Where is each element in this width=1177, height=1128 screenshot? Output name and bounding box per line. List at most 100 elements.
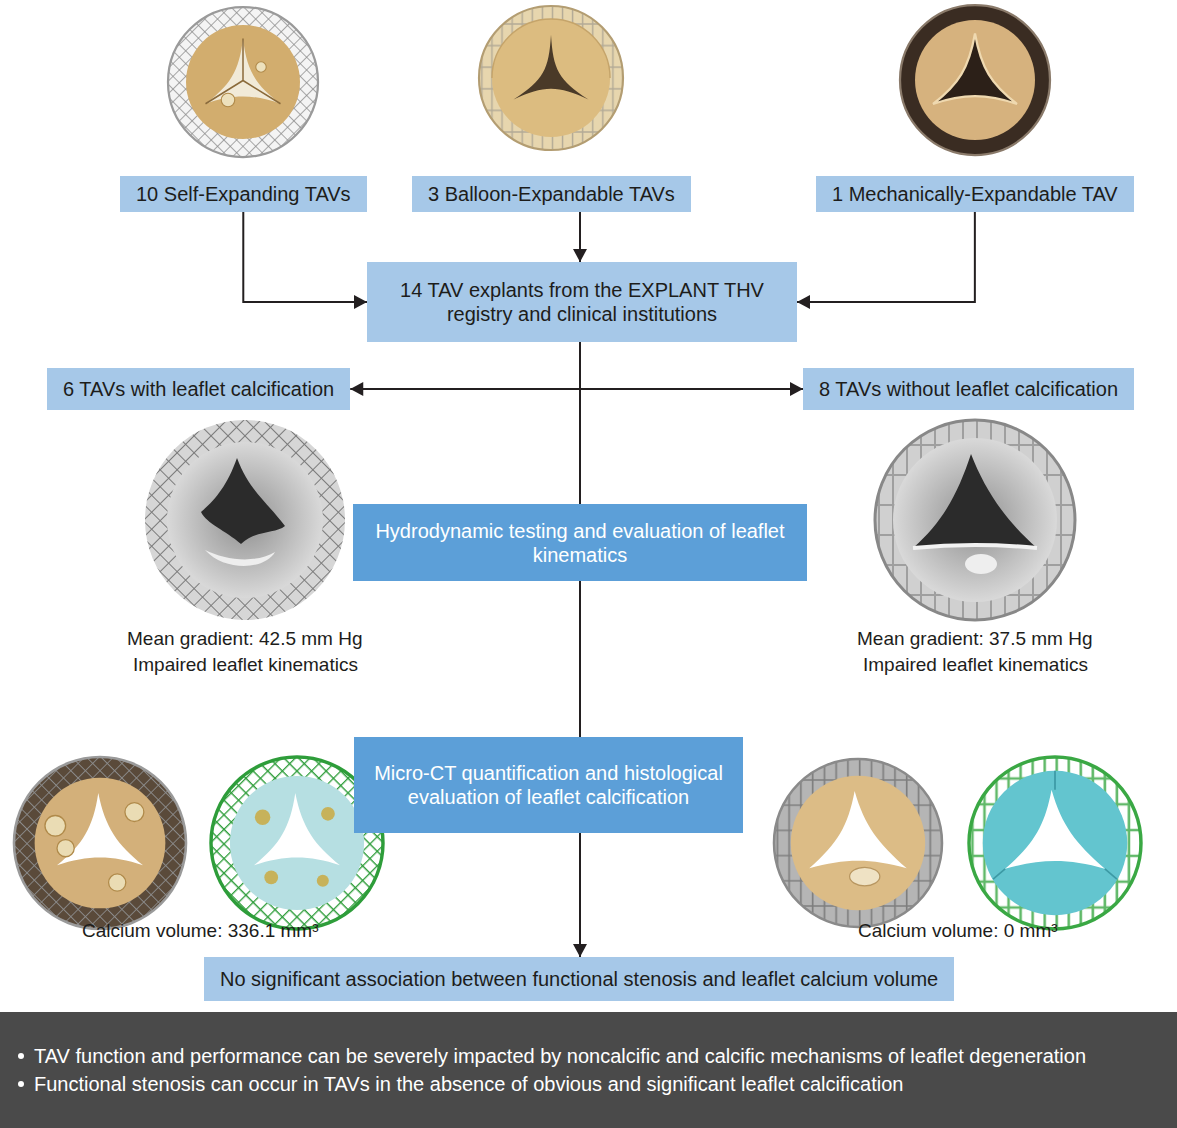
self-expanding-valve-part — [221, 93, 235, 107]
balloon-expandable-valve-part — [479, 6, 623, 150]
flow-connector — [797, 212, 975, 309]
mechanically-expandable-valve-part — [915, 20, 1035, 140]
noncalcified-explant-photo-part — [774, 759, 942, 927]
valve-type-box: 10 Self-Expanding TAVs — [120, 176, 367, 212]
noncalcified-explant-photo-part — [850, 867, 880, 885]
calcified-explant-photo-part — [14, 757, 186, 929]
noncalcified-valve-test-image-part — [875, 420, 1075, 620]
calcified-micro-ct-render-part — [317, 875, 329, 887]
calcified-explant-photo-part — [109, 874, 126, 891]
balloon-expandable-valve-part — [514, 35, 589, 100]
balloon-expandable-valve — [479, 6, 623, 150]
connector-line — [797, 212, 975, 302]
box-text: 6 TAVs with leaflet calcification — [63, 377, 334, 401]
group-box: 6 TAVs with leaflet calcification — [47, 368, 350, 410]
self-expanding-valve-part — [206, 39, 281, 104]
self-expanding-valve-part — [168, 7, 318, 157]
connector-line — [243, 212, 367, 302]
calcified-micro-ct-render-part — [230, 776, 364, 910]
calcified-explant-photo-part — [35, 778, 166, 909]
noncalcified-explant-photo-part — [809, 791, 906, 868]
calcified-explant-photo-part — [14, 757, 186, 929]
flow-connector — [243, 212, 367, 309]
box-text: Micro-CT quantification and histological… — [370, 761, 727, 809]
bullet-row: Functional stenosis can occur in TAVs in… — [18, 1072, 1159, 1096]
calcium-label: Calcium volume: 0 mm³ — [858, 920, 1058, 943]
connector-line — [350, 342, 580, 389]
noncalcified-micro-ct-render-part — [993, 771, 1117, 879]
flow-connector — [580, 581, 581, 737]
flow-connector — [573, 212, 587, 262]
calcified-explant-photo-part — [14, 757, 186, 929]
gradient-label: Mean gradient: 42.5 mm Hg — [127, 628, 363, 651]
mechanically-expandable-valve-part — [933, 34, 1017, 105]
noncalcified-micro-ct-render-part — [983, 771, 1127, 915]
noncalcified-valve-test-image-part — [913, 454, 1037, 548]
box-text: 14 TAV explants from the EXPLANT THV reg… — [383, 278, 781, 326]
balloon-expandable-valve-part — [479, 6, 623, 150]
noncalcified-valve-test-image-part — [875, 420, 1075, 620]
valve-type-box: 1 Mechanically-Expandable TAV — [816, 176, 1134, 212]
noncalcified-explant-photo-part — [791, 776, 925, 910]
box-text: 1 Mechanically-Expandable TAV — [832, 182, 1118, 206]
calcified-explant-photo-part — [57, 793, 143, 865]
arrowhead — [354, 295, 367, 309]
calcified-valve-test-image-part — [145, 420, 345, 620]
noncalcified-valve-test-image-part — [965, 554, 997, 574]
key-points-band: TAV function and performance can be seve… — [0, 1012, 1177, 1128]
mechanically-expandable-valve-part — [900, 5, 1050, 155]
calcified-micro-ct-render-part — [255, 809, 270, 824]
noncalcified-micro-ct-render-part — [969, 757, 1141, 929]
self-expanding-valve-part — [168, 7, 318, 157]
self-expanding-valve-part — [256, 62, 267, 73]
noncalcified-valve-test-image-part — [875, 420, 1075, 620]
calcified-valve-test-image — [145, 420, 345, 620]
self-expanding-valve — [168, 7, 318, 157]
calcified-micro-ct-render-part — [264, 871, 278, 885]
method-box: Hydrodynamic testing and evaluation of l… — [353, 504, 807, 581]
arrowhead — [790, 382, 803, 396]
mechanically-expandable-valve — [900, 5, 1050, 155]
noncalcified-micro-ct-render — [969, 757, 1141, 929]
connector-line — [579, 342, 581, 504]
flow-connector — [580, 342, 803, 396]
arrowhead — [797, 295, 810, 309]
box-text: 3 Balloon-Expandable TAVs — [428, 182, 675, 206]
calcified-explant-photo-part — [125, 803, 144, 822]
result-box: No significant association between funct… — [204, 957, 954, 1001]
gradient-label: Mean gradient: 37.5 mm Hg — [857, 628, 1093, 651]
balloon-expandable-valve-part — [492, 19, 610, 137]
arrowhead — [350, 382, 363, 396]
noncalcified-valve-test-image-part — [893, 438, 1057, 602]
kinematics-label: Impaired leaflet kinematics — [133, 654, 358, 677]
noncalcified-micro-ct-render-part — [969, 757, 1141, 929]
connector-line — [579, 833, 581, 957]
box-text: 8 TAVs without leaflet calcification — [819, 377, 1118, 401]
noncalcified-valve-test-image-part — [913, 545, 1037, 548]
arrowhead — [573, 249, 587, 262]
self-expanding-valve-part — [206, 39, 281, 104]
noncalcified-micro-ct-render-part — [1005, 790, 1105, 869]
box-text: 10 Self-Expanding TAVs — [136, 182, 351, 206]
method-box: Micro-CT quantification and histological… — [354, 737, 743, 833]
bullet-dot — [18, 1053, 24, 1059]
mechanically-expandable-valve-part — [900, 5, 1050, 155]
calcified-explant-photo — [14, 757, 186, 929]
flow-connector — [350, 342, 580, 396]
connector-line — [579, 581, 581, 737]
calcified-explant-photo-part — [57, 840, 74, 857]
valve-type-box: 3 Balloon-Expandable TAVs — [412, 176, 691, 212]
calcified-valve-test-image-part — [167, 442, 323, 598]
flow-connector — [573, 833, 587, 957]
mechanically-expandable-valve-part — [933, 34, 1017, 105]
flow-connector — [580, 342, 581, 504]
noncalcified-explant-photo-part — [774, 759, 942, 927]
cohort-box: 14 TAV explants from the EXPLANT THV reg… — [367, 262, 797, 342]
box-text: Hydrodynamic testing and evaluation of l… — [369, 519, 791, 567]
calcified-explant-photo-part — [45, 815, 66, 836]
box-text: TAV function and performance can be seve… — [34, 1044, 1159, 1068]
calcified-micro-ct-render-part — [254, 793, 340, 865]
arrowhead — [573, 944, 587, 957]
box-text: No significant association between funct… — [220, 967, 938, 991]
bullet-dot — [18, 1081, 24, 1087]
